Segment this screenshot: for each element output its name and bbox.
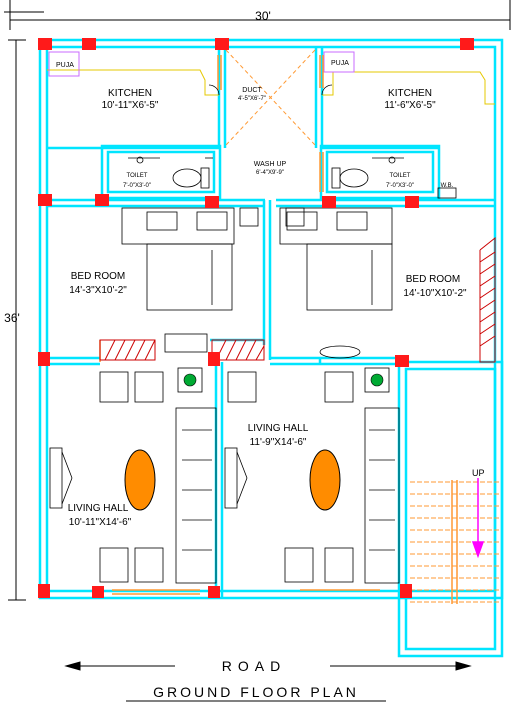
ledge-hatches [99, 339, 265, 361]
hall-left-size: 10'-11"X14'-6" [69, 517, 132, 528]
stair-up-label: UP [472, 468, 485, 478]
duct-name: DUCT [242, 87, 262, 94]
wash-basin-label: W.B. [441, 183, 454, 189]
kitchen-left-name: KITCHEN [108, 88, 152, 99]
depth-dimension-label: 36' [4, 311, 20, 325]
bed-left-size: 14'-3"X10'-2" [69, 285, 127, 296]
furniture [49, 156, 457, 584]
kitchen-right-name: KITCHEN [388, 88, 432, 99]
puja-rooms [48, 51, 355, 77]
dimension-lines [4, 0, 511, 601]
puja-left-label: PUJA [56, 62, 74, 69]
hall-left-name: LIVING HALL [68, 503, 129, 514]
washup-size: 6'-4"X9'-9" [256, 170, 284, 176]
kitchen-counters [47, 69, 495, 105]
road-label: ROAD [222, 658, 286, 674]
toilet-left-size: 7'-0"X3'-0" [123, 183, 151, 189]
columns [38, 38, 474, 598]
door-swings [208, 84, 333, 96]
toilet-right-size: 7'-0"X3'-0" [386, 183, 414, 189]
bed-left-name: BED ROOM [71, 271, 125, 282]
stair-handrail [451, 480, 458, 604]
staircase [410, 481, 500, 603]
external-stair-rail [479, 236, 496, 363]
duct-hatch [225, 49, 316, 146]
bed-right-size: 14'-10"X10'-2" [403, 288, 467, 299]
kitchen-right-size: 11'-6"X6'-5" [384, 100, 436, 111]
road-arrow [64, 661, 472, 671]
puja-right-label: PUJA [331, 60, 349, 67]
duct-size: 4'-5"X6'-7" [238, 96, 266, 102]
rugs [124, 449, 341, 511]
plants [183, 373, 384, 387]
stair-up-arrow [471, 478, 485, 559]
bed-right-name: BED ROOM [406, 274, 460, 285]
duct-doors [99, 55, 380, 595]
interior-walls [47, 47, 495, 598]
hall-right-name: LIVING HALL [248, 423, 309, 434]
kitchen-left-size: 10'-11"X6'-5" [102, 100, 159, 111]
toilet-left-name: TOILET [127, 173, 148, 179]
width-dimension-label: 30' [255, 9, 271, 23]
drawing-title: GROUND FLOOR PLAN [153, 684, 359, 700]
toilet-right-name: TOILET [390, 173, 411, 179]
hall-right-size: 11'-9"X14'-6" [250, 437, 307, 448]
washup-name: WASH UP [254, 161, 287, 168]
